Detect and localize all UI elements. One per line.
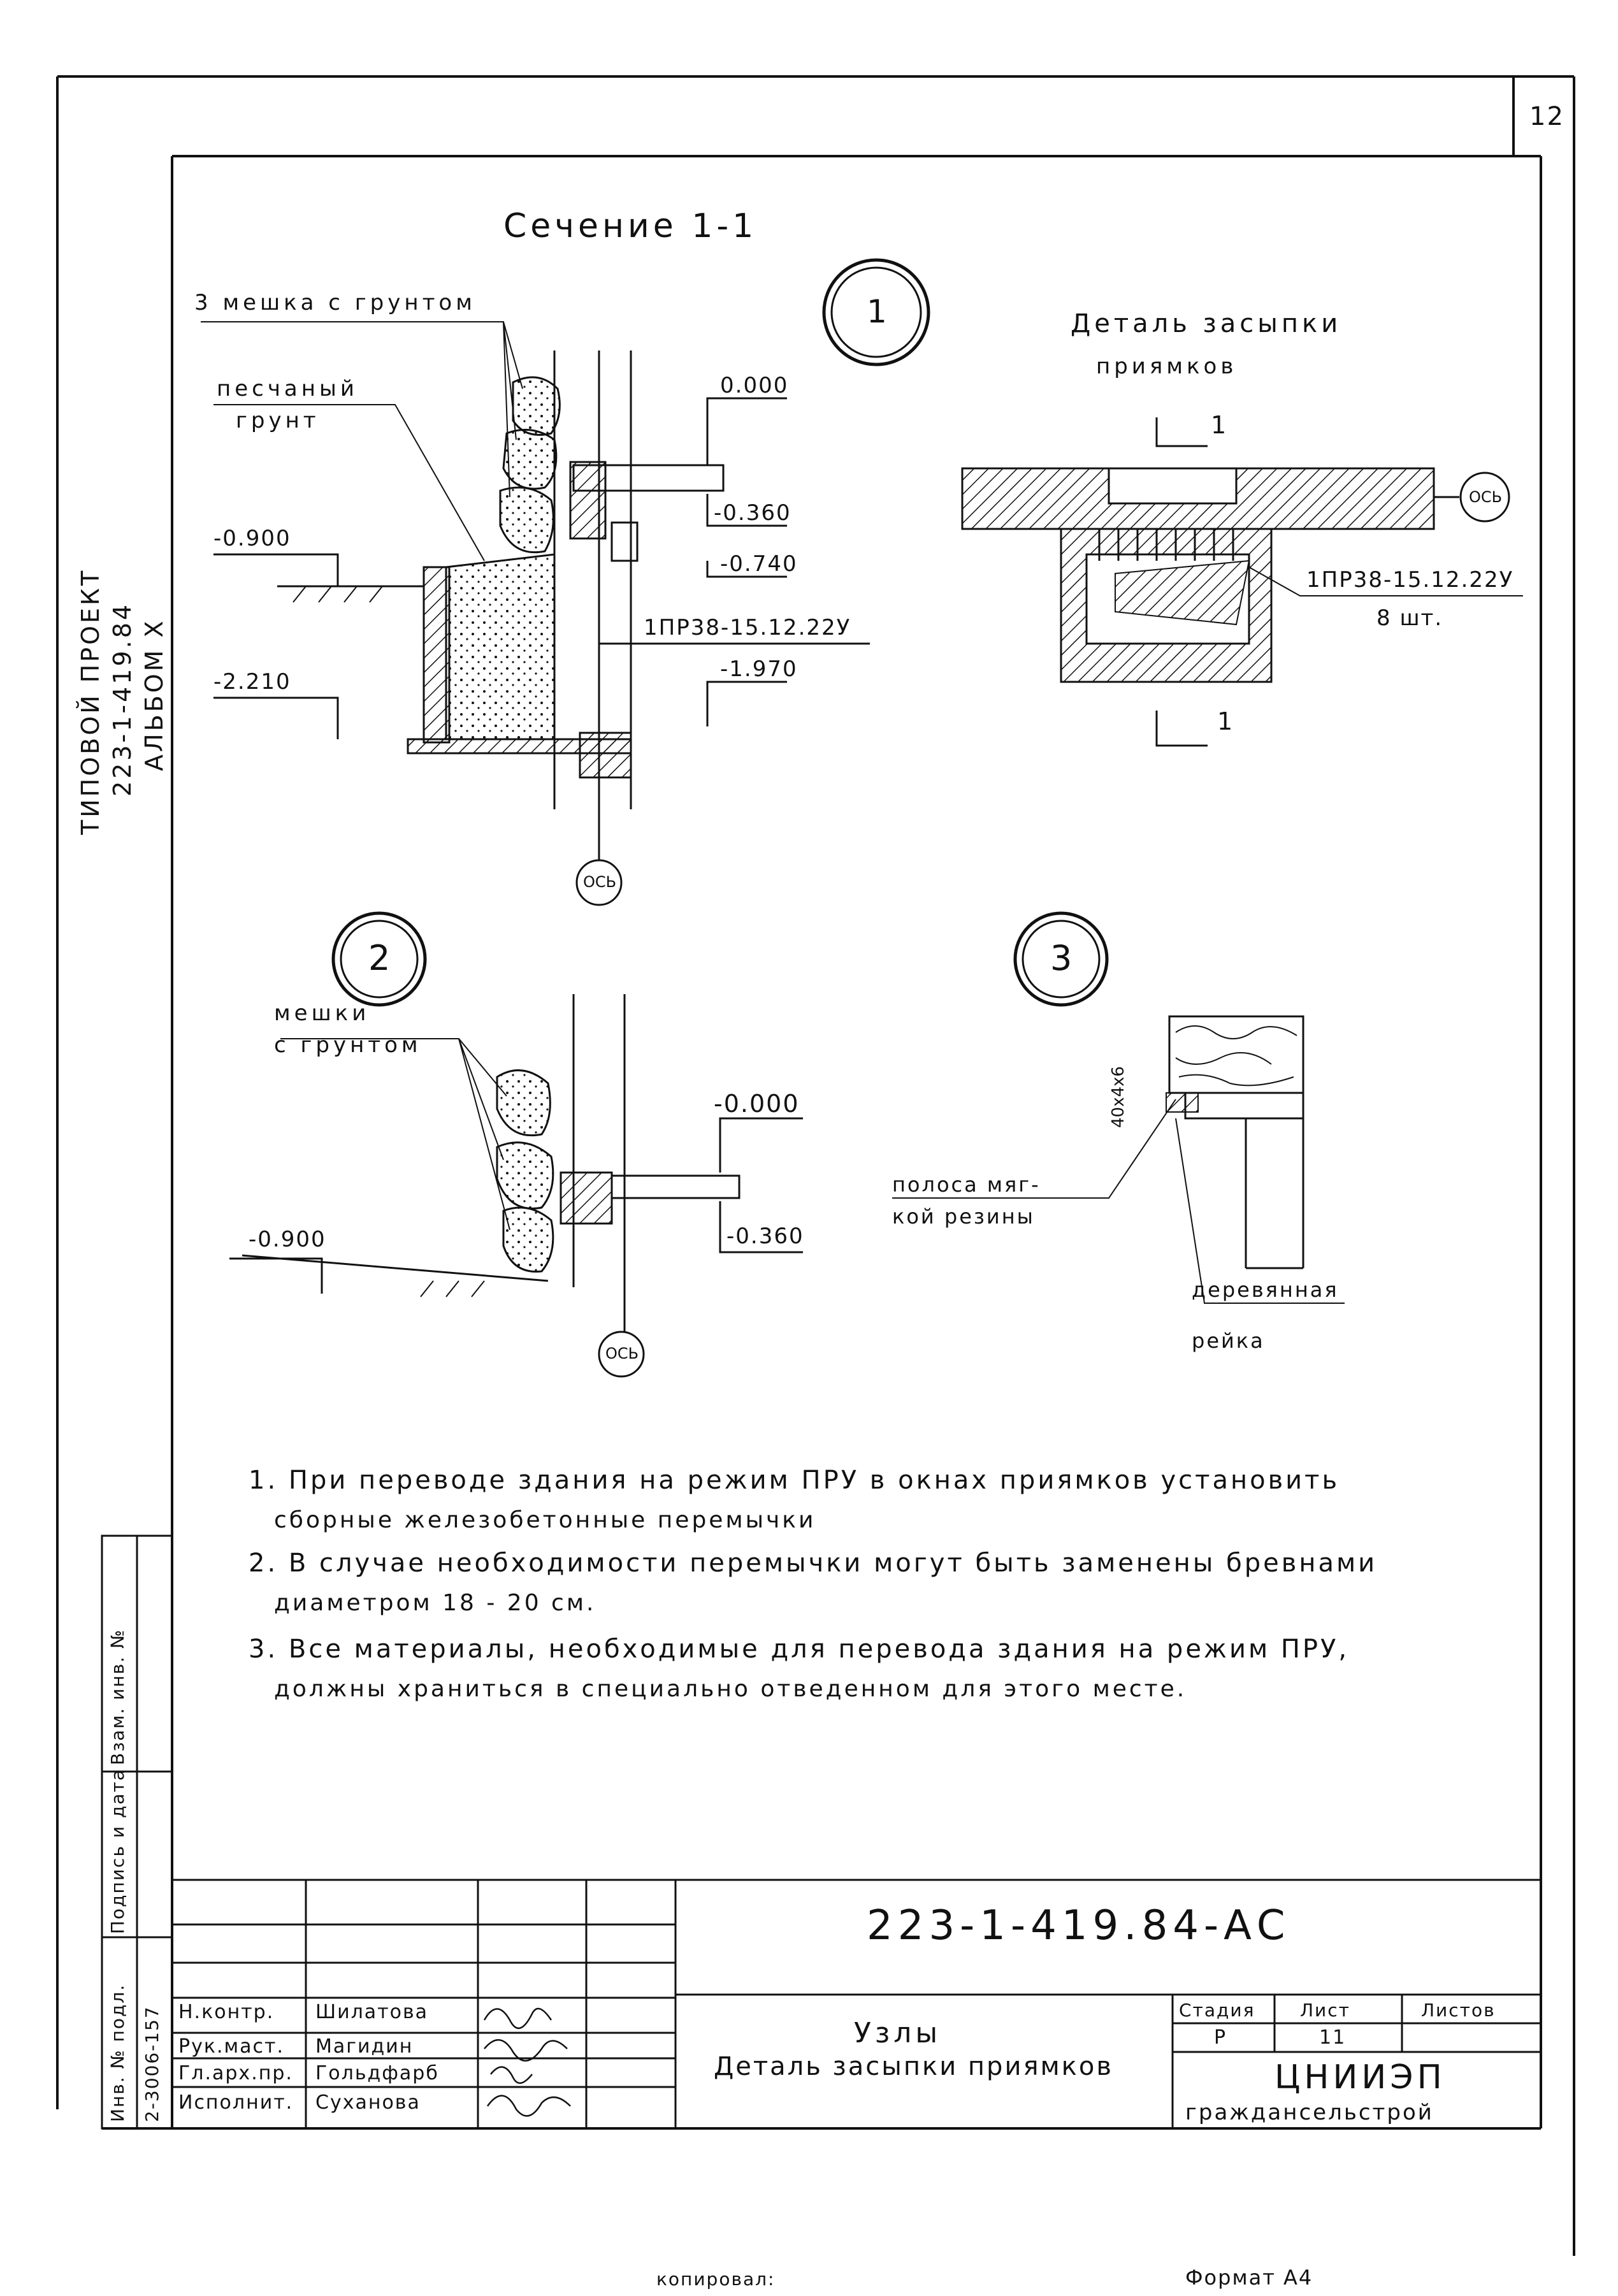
note-line-4: диаметром 18 - 20 см. [274,1590,596,1616]
pit-detail-title-1: Деталь засыпки [1071,309,1342,338]
sheet-frame [56,75,1575,2256]
side-stamp-inv: Инв. № подл. [107,1983,128,2122]
pit-lintel-count: 8 шт. [1376,605,1443,631]
elevation-0900: -0.900 [213,526,291,551]
section-axis-label: ОСЬ [583,873,617,891]
role-1: Н.контр. [178,2001,275,2023]
detail-3-circle-number: 3 [1050,938,1073,978]
section-label-sand-1: песчаный [217,376,358,401]
note-line-2: сборные железобетонные перемычки [274,1507,816,1533]
section-1-1-graphic [201,258,930,906]
organization-subname: граждансельстрой [1185,2100,1434,2125]
side-stamp-inv-value: 2-3006-157 [141,2005,163,2122]
sheet-title-2: Деталь засыпки приямков [714,2052,1113,2081]
name-4: Суханова [315,2091,421,2114]
pit-detail-title-2: приямков [1096,354,1238,379]
section-circle-number: 1 [867,293,887,330]
project-stamp-line-3: АЛЬБОМ X [140,618,168,771]
detail-3-lath-2: рейка [1192,1329,1265,1353]
elevation-2210: -2.210 [213,669,291,695]
elevation-0000: 0.000 [720,373,789,398]
role-4: Исполнит. [178,2091,294,2114]
sheet-number: 12 [1529,102,1564,131]
sheet-label: Лист [1300,2000,1350,2021]
pit-axis-label: ОСЬ [1469,488,1503,506]
sheets-label: Листов [1421,2000,1496,2021]
detail-2-graphic [229,911,803,1378]
elevation-0360: -0.360 [714,500,791,526]
detail-3-lath-1: деревянная [1192,1278,1339,1302]
note-line-6: должны храниться в специально отведенном… [274,1676,1187,1702]
detail-2-elevation-0360: -0.360 [726,1224,804,1249]
detail-3-graphic [892,911,1345,1304]
stage-label: Стадия [1179,2000,1255,2021]
section-title: Сечение 1-1 [503,207,758,245]
lintel-mark: 1ПР38-15.12.22У [644,615,851,640]
detail-2-circle-number: 2 [368,938,391,978]
sheet-title-1: Узлы [854,2017,942,2049]
pit-lintel-mark: 1ПР38-15.12.22У [1306,567,1514,593]
detail-2-label-bags-2: с грунтом [274,1032,422,1058]
detail-2-elevation-0900: -0.900 [249,1227,326,1252]
detail-2-label-bags-1: мешки [274,1000,370,1026]
section-label-bags: 3 мешка с грунтом [194,290,476,315]
elevation-0740: -0.740 [720,551,798,577]
pit-detail-graphic [961,417,1523,747]
role-3: Гл.арх.пр. [178,2062,293,2084]
pit-cut-mark-bottom: 1 [1217,707,1233,735]
section-label-sand-2: грунт [236,408,320,433]
stage-value: Р [1214,2026,1227,2049]
document-code: 223-1-419.84-АС [867,1902,1290,1949]
note-line-3: 2. В случае необходимости перемычки могу… [249,1549,1378,1578]
pit-cut-mark-top: 1 [1211,411,1227,439]
project-stamp-line-2: 223-1-419.84 [108,602,136,797]
name-3: Гольдфарб [315,2062,439,2084]
project-stamp-line-1: ТИПОВОЙ ПРОЕКТ [76,568,105,835]
title-block-grid [172,1879,1541,2128]
role-2: Рук.маст. [178,2035,285,2058]
footer-format: Формат А4 [1185,2265,1313,2290]
note-line-1: 1. При переводе здания на режим ПРУ в ок… [249,1466,1340,1495]
note-line-5: 3. Все материалы, необходимые для перево… [249,1635,1350,1664]
elevation-1970: -1.970 [720,656,798,682]
detail-3-rubber-1: полоса мяг- [892,1173,1041,1197]
side-stamp-sign-date: Подпись и дата [107,1768,128,1934]
name-2: Магидин [315,2035,414,2058]
side-stamp-replace: Взам. инв. № [107,1628,128,1765]
organization-name: ЦНИИЭП [1275,2058,1446,2097]
side-stamp-lines [101,1534,173,2130]
detail-3-dimension: 40x4x6 [1109,1066,1128,1128]
name-1: Шилатова [315,2001,429,2023]
detail-3-rubber-2: кой резины [892,1204,1035,1229]
detail-2-elevation-0000: -0.000 [714,1090,800,1118]
sheet-value: 11 [1319,2026,1347,2049]
detail-2-axis-label: ОСЬ [605,1345,639,1362]
footer-copied: копировал: [656,2269,776,2290]
